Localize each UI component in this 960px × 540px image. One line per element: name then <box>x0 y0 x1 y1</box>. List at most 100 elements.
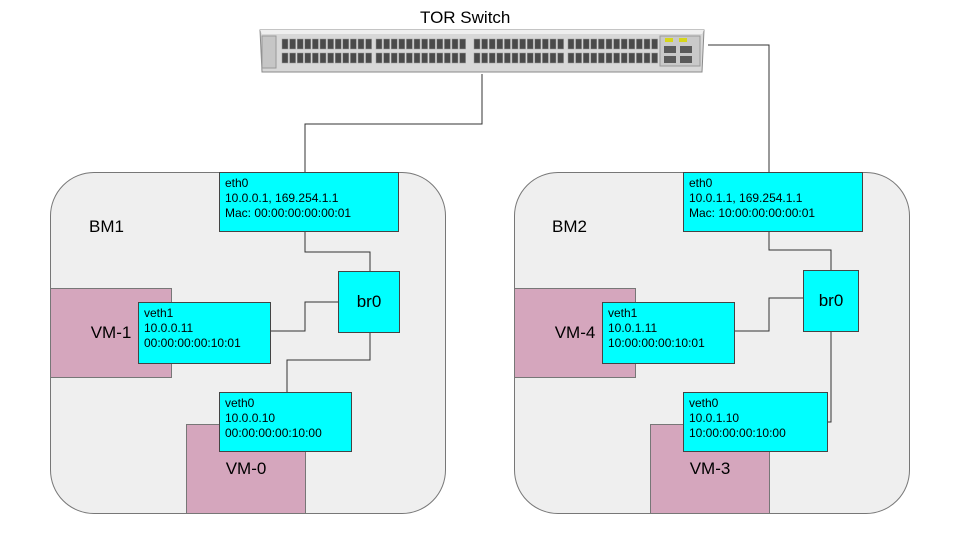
switch-port <box>511 38 519 50</box>
switch-port <box>428 38 436 50</box>
switch-port <box>304 38 312 50</box>
veth0-interface-bm2: veth0 10.0.1.10 10:00:00:00:10:00 <box>683 392 828 452</box>
switch-port <box>567 52 575 64</box>
switch-port <box>620 38 628 50</box>
switch-port <box>413 38 421 50</box>
switch-port <box>398 52 406 64</box>
interface-mac: 00:00:00:00:10:00 <box>225 426 322 440</box>
vm-label: VM-4 <box>554 323 596 342</box>
switch-port <box>488 38 496 50</box>
bridge-label: br0 <box>818 291 844 310</box>
interface-name: veth0 <box>225 396 255 410</box>
switch-port <box>398 38 406 50</box>
interface-mac: 00:00:00:00:10:01 <box>144 336 241 350</box>
switch-port <box>549 52 557 64</box>
interface-mac: Mac: 10:00:00:00:00:01 <box>689 206 816 220</box>
switch-port <box>444 38 451 50</box>
switch-port <box>319 52 327 64</box>
switch-port <box>643 38 651 50</box>
veth0-interface-bm1: veth0 10.0.0.10 00:00:00:00:10:00 <box>219 392 352 452</box>
host-label-bm1: BM1 <box>89 217 124 236</box>
switch-port <box>312 38 319 50</box>
switch-port <box>643 52 651 64</box>
switch-port <box>421 52 428 64</box>
switch-port <box>519 52 526 64</box>
switch-port <box>281 52 289 64</box>
switch-port <box>473 52 481 64</box>
switch-port <box>598 38 605 50</box>
switch-port <box>496 52 504 64</box>
switch-port <box>413 52 421 64</box>
switch-port <box>451 38 459 50</box>
switch-port <box>504 52 511 64</box>
switch-port <box>504 38 511 50</box>
switch-port <box>375 52 383 64</box>
vm-label: VM-3 <box>689 459 731 478</box>
switch-port <box>534 38 542 50</box>
switch-port <box>444 52 451 64</box>
switch-port <box>549 38 557 50</box>
switch-port <box>357 52 365 64</box>
switch-port <box>327 38 334 50</box>
switch-port <box>296 52 304 64</box>
switch-port <box>390 52 398 64</box>
switch-port <box>357 38 365 50</box>
switch-port <box>304 52 312 64</box>
switch-port <box>575 38 582 50</box>
switch-port <box>289 38 296 50</box>
switch-port <box>406 38 413 50</box>
interface-mac: Mac: 00:00:00:00:00:01 <box>225 206 352 220</box>
switch-port <box>383 52 390 64</box>
switch-port <box>488 52 496 64</box>
switch-port <box>334 52 342 64</box>
switch-port <box>421 38 428 50</box>
switch-port <box>342 38 350 50</box>
switch-port <box>296 38 304 50</box>
switch-port <box>651 52 658 64</box>
switch-port <box>312 52 319 64</box>
switch-port <box>519 38 526 50</box>
host-label-bm2: BM2 <box>552 217 587 236</box>
switch-port <box>651 38 658 50</box>
switch-port <box>582 52 590 64</box>
veth1-interface-bm2: veth1 10.0.1.11 10:00:00:00:10:01 <box>602 302 735 364</box>
veth1-interface-bm1: veth1 10.0.0.11 00:00:00:00:10:01 <box>138 302 271 364</box>
switch-port <box>436 52 444 64</box>
switch-port <box>459 52 466 64</box>
interface-ip: 10.0.1.11 <box>608 321 658 335</box>
eth0-interface-bm2: eth0 10.0.1.1, 169.254.1.1 Mac: 10:00:00… <box>683 172 863 232</box>
switch-port <box>350 52 357 64</box>
switch-port <box>436 38 444 50</box>
switch-port <box>557 52 564 64</box>
vm-label: VM-1 <box>90 323 132 342</box>
switch-port <box>334 38 342 50</box>
switch-port <box>605 38 613 50</box>
bridge-label: br0 <box>356 292 382 311</box>
switch-port <box>342 52 350 64</box>
vm-label: VM-0 <box>225 459 267 478</box>
network-switch-icon <box>259 29 705 73</box>
switch-port <box>605 52 613 64</box>
interface-ip: 10.0.0.1, 169.254.1.1 <box>225 191 339 205</box>
switch-port <box>496 38 504 50</box>
switch-port <box>459 38 466 50</box>
eth0-interface-bm1: eth0 10.0.0.1, 169.254.1.1 Mac: 00:00:00… <box>219 172 399 232</box>
switch-port <box>542 38 549 50</box>
switch-port <box>281 38 289 50</box>
switch-port <box>620 52 628 64</box>
switch-port <box>598 52 605 64</box>
switch-port <box>390 38 398 50</box>
switch-title: TOR Switch <box>420 8 511 27</box>
interface-mac: 10:00:00:00:10:00 <box>689 426 786 440</box>
switch-port <box>636 52 643 64</box>
switch-port <box>636 38 643 50</box>
bridge-br0-bm1: br0 <box>338 271 400 333</box>
switch-port <box>406 52 413 64</box>
switch-port <box>365 38 372 50</box>
interface-ip: 10.0.1.10 <box>689 411 740 425</box>
switch-port <box>451 52 459 64</box>
switch-port <box>542 52 549 64</box>
switch-port <box>613 52 620 64</box>
switch-port <box>628 52 636 64</box>
